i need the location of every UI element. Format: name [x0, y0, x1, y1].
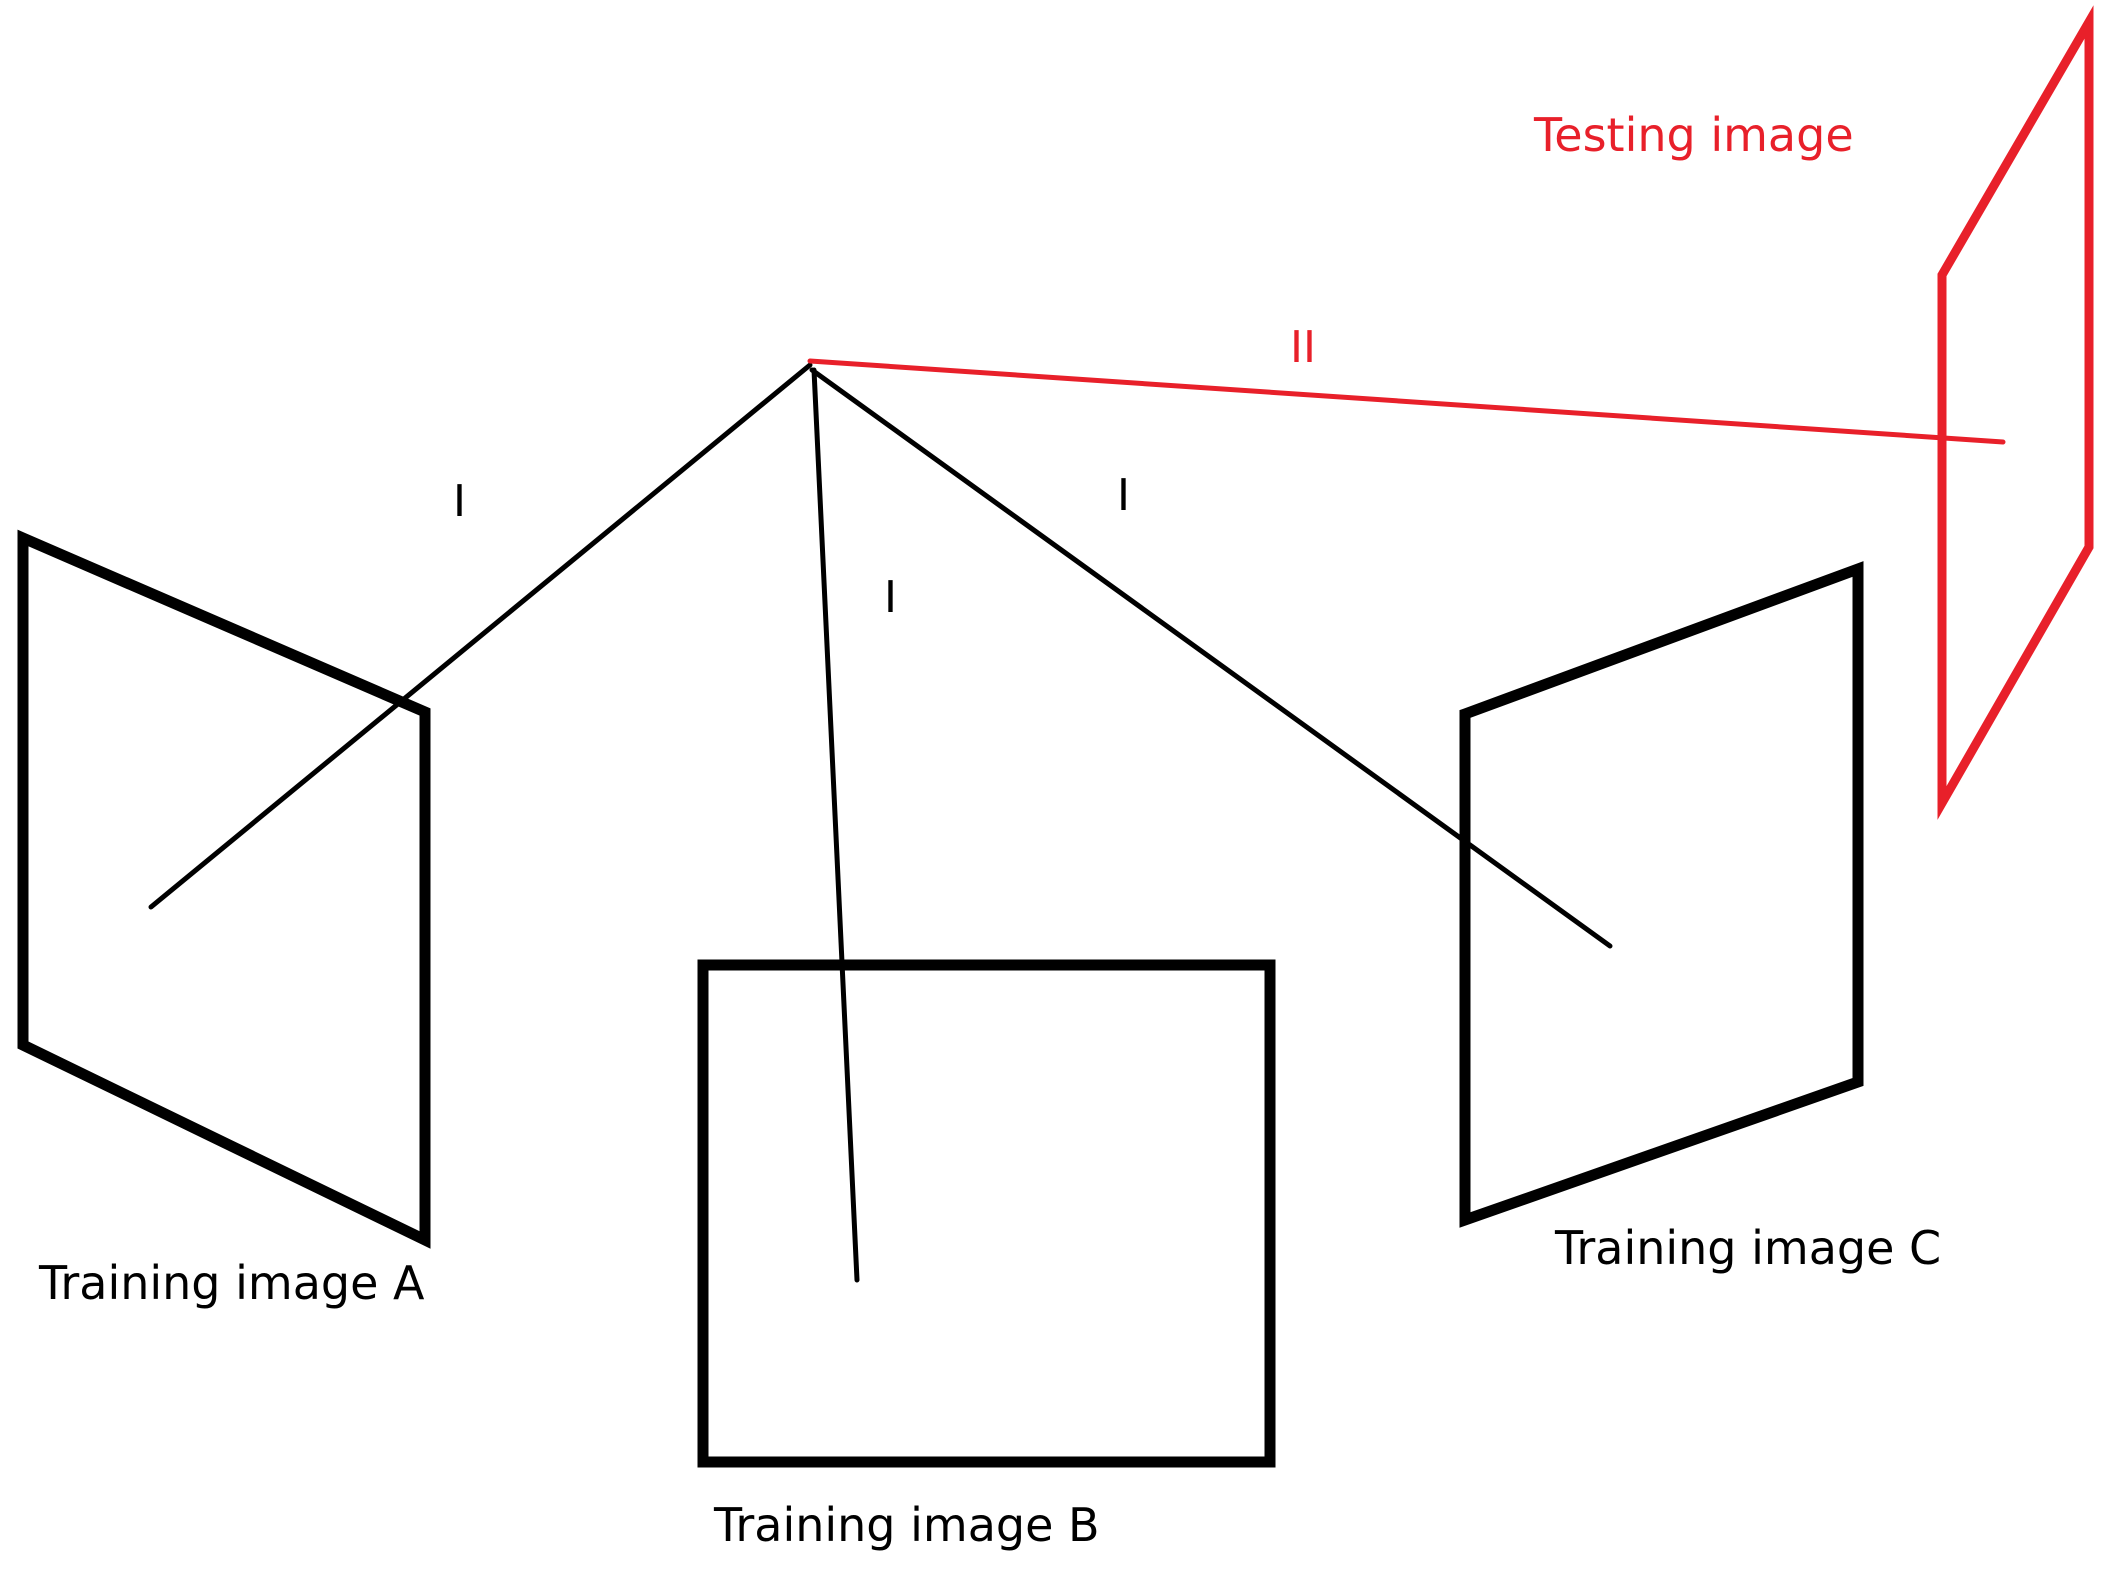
- edge-label-b: I: [884, 572, 897, 623]
- training-image-b-label: Training image B: [714, 1498, 1100, 1552]
- testing-image-label: Testing image: [1534, 108, 1854, 162]
- edge-line-test: [807, 358, 2006, 445]
- training-image-a-label: Training image A: [39, 1256, 425, 1310]
- edge-line-a: [148, 362, 813, 910]
- edge-label-test: II: [1290, 322, 1316, 373]
- edge-line-b: [811, 367, 860, 1283]
- edge-line-c: [809, 367, 1613, 949]
- testing-frame: [1937, 5, 2094, 820]
- training-image-c-label: Training image C: [1555, 1221, 1942, 1275]
- training-frame-c: [1459, 561, 1864, 1228]
- training-frame-a: [17, 529, 431, 1249]
- training-frame-b: [697, 959, 1276, 1468]
- edge-label-c: I: [1117, 470, 1130, 521]
- edge-label-a: I: [453, 476, 466, 527]
